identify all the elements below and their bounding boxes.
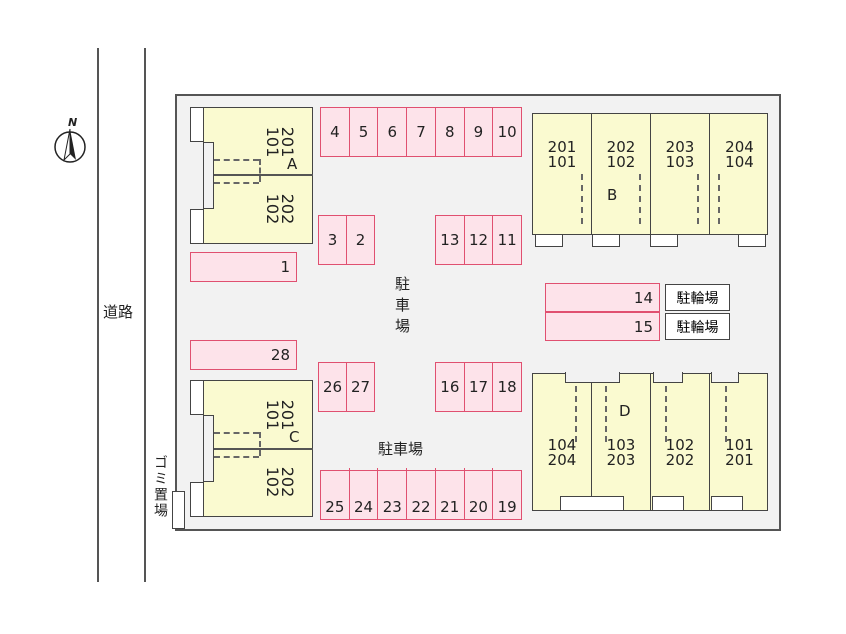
parking-spot: 28 <box>190 340 297 370</box>
parking-spot: 18 <box>497 378 517 396</box>
parking-row-top: 4 5 6 7 8 9 10 <box>320 107 522 157</box>
parking-group: 3 2 <box>318 215 375 265</box>
parking-spot: 22 <box>407 468 436 519</box>
parking-spot: 15 <box>545 312 660 341</box>
parking-group: 13 12 11 <box>435 215 522 265</box>
parking-spot: 5 <box>350 108 379 156</box>
parking-spot: 14 <box>545 283 660 312</box>
parking-spot: 3 <box>319 216 347 264</box>
parking-spot: 9 <box>465 108 494 156</box>
parking-spot: 19 <box>497 498 517 516</box>
parking-spot: 25 <box>321 468 350 519</box>
parking-spot: 24 <box>350 468 379 519</box>
building-d-label: D <box>619 402 631 420</box>
parking-group: 16 17 18 <box>435 362 522 412</box>
building-a-label: A <box>287 155 298 173</box>
parking-label-horizontal: 駐車場 <box>378 440 424 458</box>
parking-spot: 4 <box>321 108 350 156</box>
parking-spot: 21 <box>436 468 465 519</box>
bicycle-parking: 駐輪場 <box>665 313 730 340</box>
parking-spot: 10 <box>497 123 517 141</box>
parking-spot: 1 <box>190 252 297 282</box>
parking-group: 26 27 <box>318 362 375 412</box>
compass-label: N <box>68 116 78 129</box>
road-label: 道路 <box>103 303 134 321</box>
north-compass-icon <box>54 128 86 163</box>
parking-spot: 13 <box>436 216 465 264</box>
parking-spot: 11 <box>497 231 517 249</box>
parking-spot: 23 <box>378 468 408 519</box>
garbage-area-label: ゴミ置場 <box>152 455 168 519</box>
building-c-label: C <box>289 428 300 446</box>
parking-spot: 12 <box>465 216 494 264</box>
building-b-label: B <box>607 186 618 204</box>
parking-spot: 7 <box>407 108 436 156</box>
parking-spot: 17 <box>465 363 494 411</box>
road-edge-line <box>144 48 146 582</box>
road-edge-line <box>97 48 99 582</box>
parking-spot: 2 <box>355 231 366 249</box>
bicycle-parking: 駐輪場 <box>665 284 730 311</box>
parking-spot: 8 <box>436 108 465 156</box>
parking-spot: 6 <box>378 108 408 156</box>
parking-spot: 26 <box>319 363 347 411</box>
parking-spot: 20 <box>465 468 494 519</box>
parking-spot: 16 <box>436 363 465 411</box>
garbage-area <box>172 491 185 529</box>
parking-label-vertical: 駐車場 <box>393 276 411 339</box>
parking-spot: 27 <box>350 378 371 396</box>
parking-row-bottom: 25 24 23 22 21 20 19 <box>320 468 522 520</box>
